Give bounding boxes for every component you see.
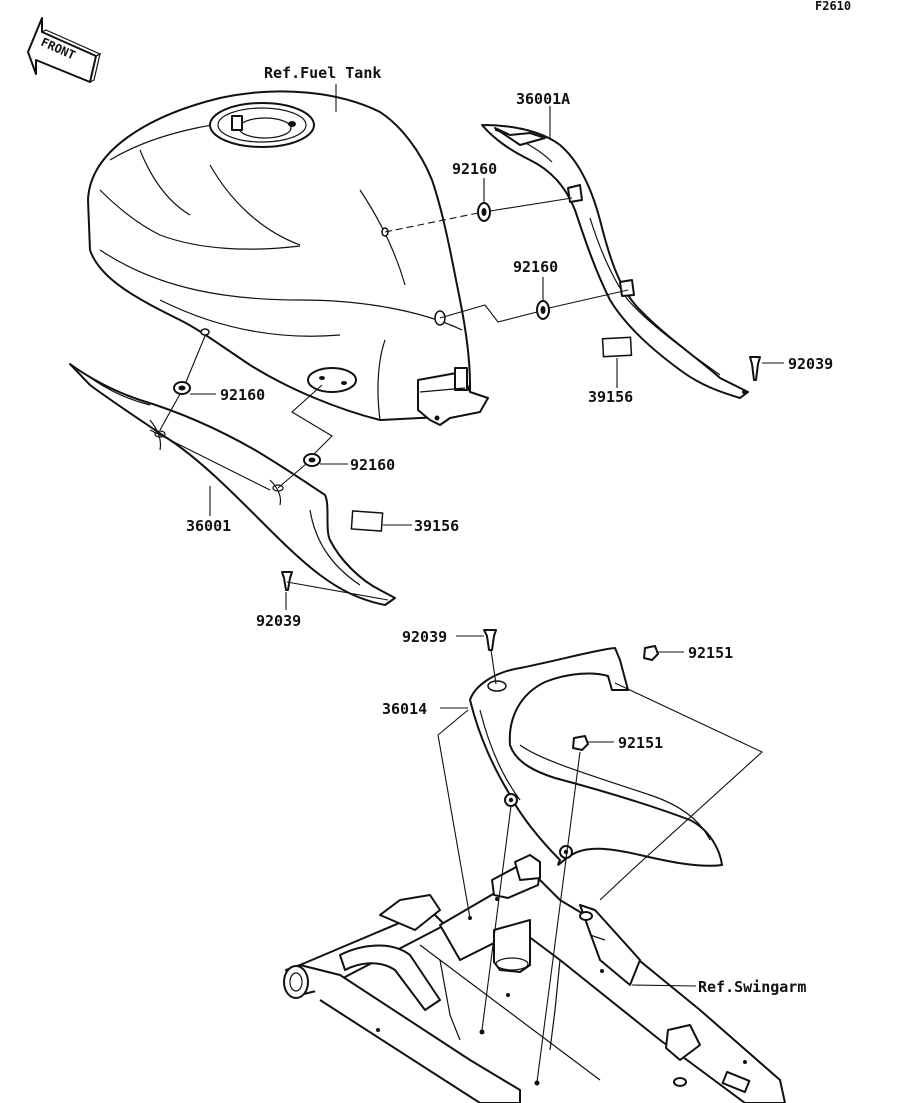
bolt-92151-a — [643, 645, 659, 661]
pad-39156-right — [601, 336, 633, 358]
screw-92039-center — [483, 629, 497, 651]
label-92039-right: 92039 — [788, 355, 833, 373]
grommet-92160-d — [303, 453, 321, 467]
label-92160-d: 92160 — [350, 456, 395, 474]
label-ref-fuel-tank: Ref.Fuel Tank — [264, 64, 381, 82]
diagram-code: F2610 — [815, 0, 851, 13]
screw-92039-left — [281, 571, 293, 591]
label-36014: 36014 — [382, 700, 427, 718]
label-92160-a: 92160 — [452, 160, 497, 178]
label-ref-swingarm: Ref.Swingarm — [698, 978, 806, 996]
bolt-92151-b — [572, 735, 589, 751]
front-arrow-icon: FRONT — [27, 17, 102, 83]
label-92160-b: 92160 — [513, 258, 558, 276]
label-36001: 36001 — [186, 517, 231, 535]
screw-92039-right — [749, 356, 761, 381]
callout-leaders — [190, 84, 784, 987]
connection-lines — [159, 197, 763, 1083]
label-39156-right: 39156 — [588, 388, 633, 406]
grommet-92160-b — [536, 300, 550, 320]
side-cover-36001a — [481, 124, 749, 399]
label-92039-center: 92039 — [402, 628, 447, 646]
label-39156-left: 39156 — [414, 517, 459, 535]
grommet-92160-c — [173, 381, 191, 395]
label-92151-a: 92151 — [688, 644, 733, 662]
label-92160-c: 92160 — [220, 386, 265, 404]
pad-39156-left — [350, 510, 384, 532]
label-36001a: 36001A — [516, 90, 570, 108]
fuel-tank — [87, 90, 489, 426]
swingarm — [283, 854, 786, 1103]
side-cover-36001 — [69, 363, 396, 606]
label-92039-left: 92039 — [256, 612, 301, 630]
label-92151-b: 92151 — [618, 734, 663, 752]
grommet-92160-a — [477, 202, 491, 222]
